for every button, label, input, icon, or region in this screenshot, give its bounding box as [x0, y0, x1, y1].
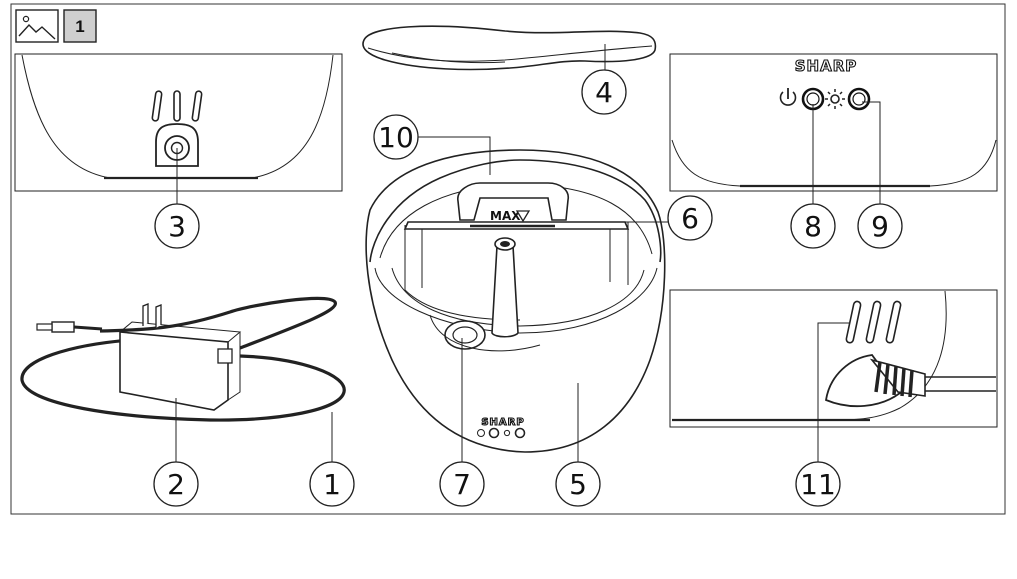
ultrasonic-disc: [444, 320, 486, 350]
panel-rear-vents-cable: [669, 289, 998, 462]
mist-nozzle: [491, 237, 519, 338]
panel-control-buttons: SHARP: [669, 53, 998, 205]
dc-jack: [155, 123, 199, 167]
callout-9: 9: [857, 203, 903, 249]
svg-text:10: 10: [378, 121, 414, 154]
light-button[interactable]: [847, 87, 871, 111]
svg-text:2: 2: [167, 468, 185, 501]
callout-11: 11: [795, 461, 841, 507]
brand-logo: SHARP: [795, 57, 858, 75]
humidifier-body-illustration: MAX SHARP: [365, 136, 668, 462]
front-brand-logo: SHARP: [481, 417, 524, 428]
power-adapter-illustration: [20, 296, 346, 462]
cable-strain-relief: [874, 361, 914, 398]
power-symbol-icon: [779, 88, 797, 106]
svg-text:8: 8: [804, 210, 822, 243]
callout-8: 8: [790, 203, 836, 249]
callout-6: 6: [667, 195, 713, 241]
plugged-cable: [824, 354, 996, 408]
svg-text:9: 9: [871, 210, 889, 243]
page-number: 1: [75, 17, 84, 36]
callout-7: 7: [439, 461, 485, 507]
svg-text:7: 7: [453, 468, 471, 501]
power-button[interactable]: [801, 87, 825, 111]
callout-4: 4: [581, 69, 627, 115]
svg-text:1: 1: [323, 468, 341, 501]
image-icon: [15, 9, 59, 43]
light-symbol-icon: [825, 89, 845, 109]
front-control-icons: [477, 427, 526, 439]
panel-base-power-jack: [14, 53, 343, 205]
max-fill-label: MAX: [490, 209, 521, 223]
svg-text:3: 3: [168, 210, 186, 243]
svg-text:11: 11: [800, 468, 836, 501]
vent-slots: [151, 90, 203, 122]
page-number-badge: 1: [63, 9, 97, 43]
side-vent-slots: [845, 300, 902, 344]
callout-2: 2: [153, 461, 199, 507]
callout-5: 5: [555, 461, 601, 507]
callout-1: 1: [309, 461, 355, 507]
lid-illustration: [362, 25, 657, 71]
cable-plug: [36, 321, 103, 333]
svg-text:5: 5: [569, 468, 587, 501]
callout-10: 10: [373, 114, 419, 160]
svg-text:4: 4: [595, 76, 613, 109]
svg-text:6: 6: [681, 202, 699, 235]
callout-3: 3: [154, 203, 200, 249]
